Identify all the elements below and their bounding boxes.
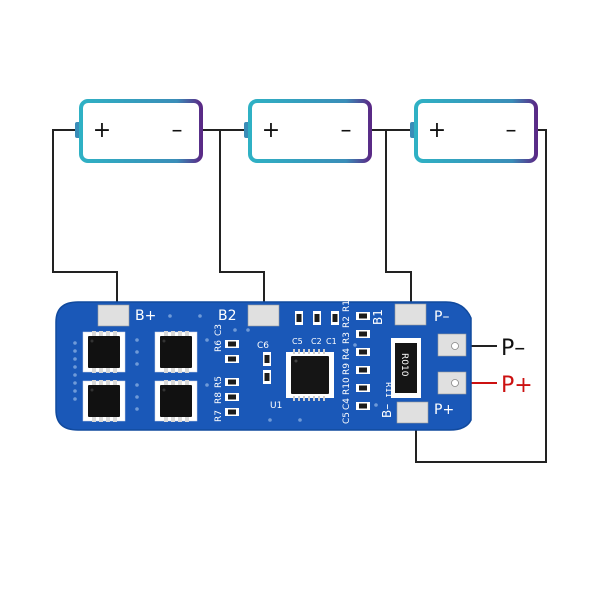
label-c2: C2: [311, 337, 322, 346]
battery-body: [248, 99, 372, 163]
label-r5: R5: [214, 376, 224, 388]
label-r8: R8: [214, 392, 224, 404]
battery-body: [414, 99, 538, 163]
label-c4: C4: [342, 398, 352, 410]
wire-b1-left: [385, 129, 413, 305]
output-p-plus-label: P+: [501, 373, 533, 398]
label-c5-bottom: C5: [342, 412, 352, 424]
mosfet-chip: [154, 379, 198, 423]
label-r010: R010: [399, 353, 409, 377]
label-r7: R7: [214, 410, 224, 422]
pad-b2-label: B2: [218, 308, 237, 324]
label-u1: U1: [270, 401, 282, 411]
smd-resistor: [225, 355, 239, 363]
wire-b-plus: [52, 129, 118, 305]
label-r3: R3: [342, 332, 352, 344]
smd-component: [313, 311, 321, 325]
pad-b2: [247, 304, 280, 327]
label-r2: R2: [342, 316, 352, 328]
bms-board: B+ B2 B1 B– P– P+ R6 C3 R5 R8 R7: [55, 300, 472, 431]
pad-p-plus-board-label: P+: [434, 402, 454, 418]
shunt-resistor-r11: [395, 343, 417, 393]
smd-resistor: [356, 330, 370, 338]
capacitor-c6: [263, 352, 271, 366]
label-r10: R10: [342, 377, 352, 395]
smd-resistor: [356, 402, 370, 410]
label-c3: C3: [214, 324, 224, 336]
mosfet-chip: [154, 330, 198, 374]
battery-minus-label: –: [341, 118, 352, 143]
smd-resistor: [356, 312, 370, 320]
ic-u1-dot: [294, 359, 298, 363]
ic-u1: [291, 356, 329, 394]
label-r6: R6: [214, 340, 224, 352]
wire-b2-left: [219, 129, 265, 305]
ic-u1-pins: [293, 349, 325, 401]
battery-plus-label: +: [428, 118, 446, 143]
p-plus-hole: [451, 379, 459, 387]
pad-b1-label: B1: [371, 309, 385, 325]
smd-resistor: [356, 348, 370, 356]
label-r1: R1: [342, 300, 352, 312]
mosfet-chip: [82, 330, 126, 374]
pad-b-minus-label: B–: [380, 404, 394, 418]
pad-p-minus-board-label: P–: [434, 309, 449, 325]
battery-1: + –: [75, 99, 203, 163]
smd-resistor: [225, 378, 239, 386]
p-minus-hole: [451, 342, 459, 350]
battery-body: [79, 99, 203, 163]
smd-component: [331, 311, 339, 325]
smd-resistor: [356, 384, 370, 392]
pad-b1: [394, 303, 427, 326]
smd-resistor: [225, 340, 239, 348]
label-r4: R4: [342, 348, 352, 360]
label-r9: R9: [342, 363, 352, 375]
smd-component: [263, 370, 271, 384]
smd-resistor: [225, 408, 239, 416]
battery-2: + –: [244, 99, 372, 163]
via-holes: [73, 314, 378, 422]
label-c1: C1: [326, 337, 337, 346]
label-c6: C6: [257, 341, 269, 351]
battery-3: + –: [410, 99, 538, 163]
label-c5-top: C5: [292, 337, 303, 346]
pad-b-minus: [396, 401, 429, 424]
wire-b-minus: [415, 129, 547, 463]
smd-component: [295, 311, 303, 325]
label-r11: R11: [384, 382, 393, 398]
battery-plus-label: +: [262, 118, 280, 143]
battery-minus-label: –: [506, 118, 517, 143]
pad-b-plus-label: B+: [135, 308, 156, 324]
smd-resistor: [356, 366, 370, 374]
output-p-minus-label: P–: [501, 336, 525, 361]
smd-resistor: [225, 393, 239, 401]
battery-plus-label: +: [93, 118, 111, 143]
battery-minus-label: –: [172, 118, 183, 143]
mosfet-chip: [82, 379, 126, 423]
pad-b-plus: [97, 304, 130, 327]
wires: [52, 129, 547, 463]
